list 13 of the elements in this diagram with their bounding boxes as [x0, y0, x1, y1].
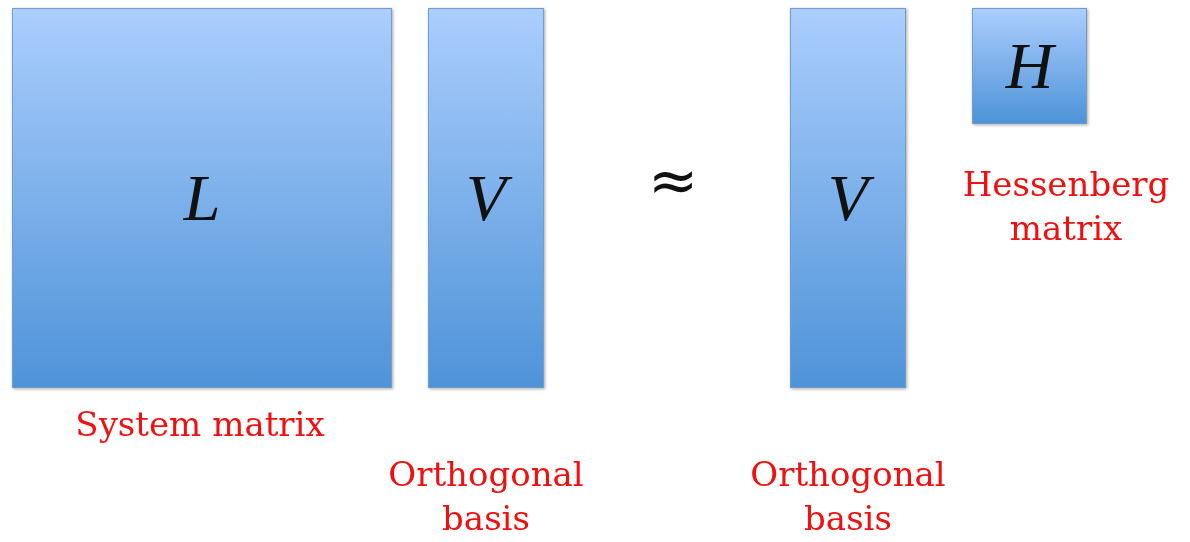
matrix-caption: Orthogonal basis — [387, 453, 585, 540]
matrix-symbol: H — [973, 33, 1086, 99]
matrix-symbol: V — [429, 165, 543, 231]
matrix-symbol: L — [182, 165, 222, 231]
approx-sign: ≈ — [648, 150, 699, 210]
matrix-block — [790, 8, 906, 388]
matrix-block — [12, 8, 392, 388]
matrix-caption: Orthogonal basis — [749, 453, 947, 540]
matrix-block — [972, 8, 1087, 124]
matrix-caption: System matrix — [74, 403, 326, 446]
matrix-symbol: V — [791, 165, 905, 231]
matrix-block — [428, 8, 544, 388]
matrix-caption: Hessenberg matrix — [961, 163, 1171, 250]
